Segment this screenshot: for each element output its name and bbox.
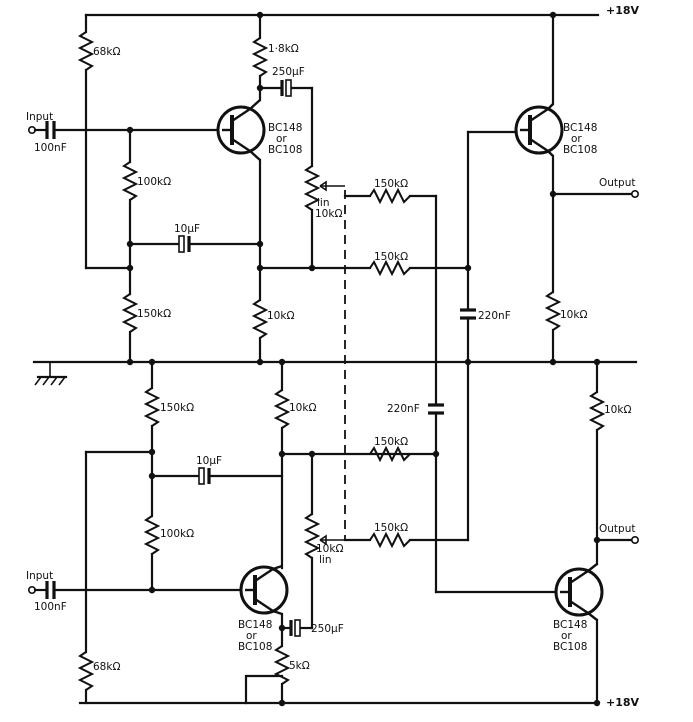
label-10k-top-emitter: 10kΩ [267, 310, 294, 322]
capacitor-10uF-bottom [150, 467, 284, 485]
label-150k-d: 150kΩ [374, 522, 408, 534]
label-150k-b: 150kΩ [374, 251, 408, 263]
t2-label-2: or [571, 133, 582, 145]
t4-label-2: or [561, 630, 572, 642]
label-100nF-bottom: 100nF [34, 601, 67, 613]
supply-top-label: +18V [606, 4, 640, 17]
label-10k-out-top: 10kΩ [560, 309, 587, 321]
label-pot-bottom-lin: lin [319, 554, 332, 566]
input-bottom-label: Input [26, 570, 53, 582]
resistor-150k-c [369, 445, 411, 463]
capacitor-10uF-top [128, 235, 262, 253]
resistor-10k-out-top [544, 291, 562, 364]
output-bottom [595, 535, 639, 544]
t1-label-1: BC148 [268, 122, 302, 134]
label-10uF-bottom: 10µF [196, 455, 222, 467]
input-top-label: Input [26, 111, 53, 123]
output-top [551, 190, 639, 199]
resistor-10k-bottom [273, 360, 291, 570]
capacitor-220nF-right [460, 308, 476, 364]
t2-label-3: BC108 [563, 144, 597, 156]
t3-label-3: BC108 [238, 641, 272, 653]
label-10k-bottom: 10kΩ [289, 402, 316, 414]
resistor-150k-d [343, 360, 470, 549]
label-pot-top-lin: lin [317, 197, 330, 209]
label-68k-top: 68kΩ [93, 46, 120, 58]
junction-dots [126, 11, 601, 707]
label-1k8: 1·8kΩ [268, 43, 299, 55]
t1-label-2: or [276, 133, 287, 145]
label-10uF-top: 10µF [174, 223, 200, 235]
capacitor-250uF-bottom [280, 612, 314, 637]
label-220nF-right: 220nF [478, 310, 511, 322]
input-bottom [27, 581, 247, 599]
resistor-68k-top [77, 13, 95, 270]
label-10k-out-bottom: 10kΩ [604, 404, 631, 416]
t3-label-1: BC148 [238, 619, 272, 631]
label-68k-bottom: 68kΩ [93, 661, 120, 673]
potentiometer-top [303, 165, 345, 270]
ground-rail [32, 360, 638, 386]
label-220nF-mid: 220nF [387, 403, 420, 415]
resistor-150k-a [343, 187, 438, 205]
t4-label-3: BC108 [553, 641, 587, 653]
label-150k-top-bias: 150kΩ [137, 308, 171, 320]
resistor-150k-bottom-bias [143, 360, 161, 518]
label-250uF-bottom: 250µF [311, 623, 344, 635]
transistor-t4 [554, 563, 604, 621]
output-top-label: Output [599, 177, 635, 189]
label-150k-a: 150kΩ [374, 178, 408, 190]
t4-label-1: BC148 [553, 619, 587, 631]
capacitor-250uF-top [258, 79, 314, 168]
label-pot-bottom-value: 10kΩ [316, 543, 343, 555]
capacitor-220nF-mid [428, 194, 444, 456]
transistor-t1 [216, 99, 266, 161]
label-pot-top-value: 10kΩ [315, 208, 342, 220]
output-bottom-label: Output [599, 523, 635, 535]
label-250uF-top: 250µF [272, 66, 305, 78]
resistor-10k-top-emitter [251, 299, 269, 364]
transistor-t3 [239, 564, 289, 616]
label-100k-top: 100kΩ [137, 176, 171, 188]
label-150k-c: 150kΩ [374, 436, 408, 448]
resistor-150k-top-bias [121, 293, 139, 364]
resistor-100k-bottom [143, 515, 161, 592]
label-100nF-top: 100nF [34, 142, 67, 154]
label-5k: 5kΩ [289, 660, 310, 672]
label-100k-bottom: 100kΩ [160, 528, 194, 540]
input-top [27, 121, 227, 139]
t3-label-2: or [246, 630, 257, 642]
resistor-150k-b [369, 259, 470, 277]
potentiometer-bottom [303, 452, 345, 630]
supply-bottom-label: +18V [606, 696, 640, 709]
label-150k-bottom-bias: 150kΩ [160, 402, 194, 414]
t2-label-1: BC148 [563, 122, 597, 134]
t1-label-3: BC108 [268, 144, 302, 156]
transistor-t2 [514, 103, 564, 157]
resistor-68k-bottom [77, 651, 95, 705]
